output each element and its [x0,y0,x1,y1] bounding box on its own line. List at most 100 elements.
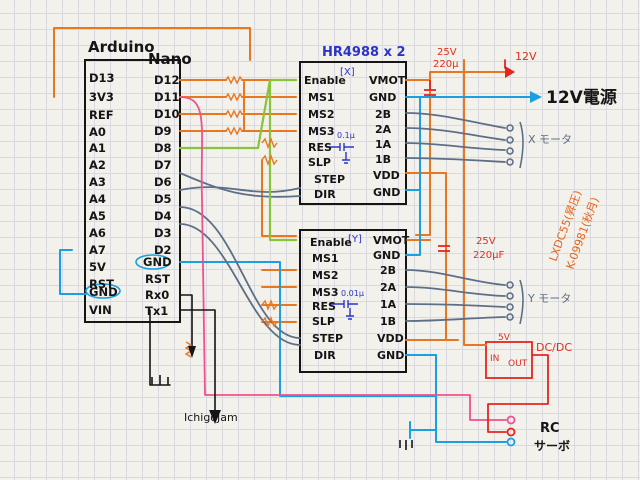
cap1-voltage: 25V [437,47,457,58]
pink-wires [179,96,507,421]
arrow-icons [188,66,542,424]
driver-y-pin-vdd: VDD [377,332,404,345]
cap2-voltage: 25V [476,236,496,247]
driver-y-pin-step: STEP [312,332,343,345]
arduino-title: Arduino [88,38,155,56]
driver-y-left-pins: Enable MS1 MS2 MS3 RES SLP STEP DIR [310,236,352,362]
arduino-pin-d3: D3 [154,226,172,240]
x-motor-connector [506,121,524,169]
driver-y-right-pins: VMOT GND 2B 2A 1A 1B VDD GND [373,234,410,362]
arduino-pin-a0: A0 [89,125,106,139]
dcdc-box [485,341,533,379]
capacitor-2 [438,245,450,252]
capacitor-1 [424,80,436,96]
gray-wires [179,112,506,346]
blue-ground-symbols [342,152,354,320]
driver-y-pin-ms1: MS1 [312,252,339,265]
driver-y-pin-ms3: MS3 [312,286,339,299]
driver-x-pin-ms3: MS3 [308,125,335,138]
driver-x-pin-1b: 1B [375,153,391,166]
driver-x-pin-1a: 1A [375,138,392,151]
red-wires [487,59,549,433]
driver-x-pin-step: STEP [314,173,345,186]
driver-y-pin-2b: 2B [380,264,396,277]
ground-symbols [151,375,413,450]
arduino-pin-rx0: Rx0 [145,288,169,302]
arduino-pin-rst-left: RST [89,277,114,291]
driver-x-pin-vmot: VMOT [369,74,406,87]
x-motor-label: X モータ [528,133,572,146]
blue-wires [59,96,531,443]
arduino-pin-d12: D12 [154,73,180,87]
arduino-pin-d13: D13 [89,71,115,85]
arduino-pin-d5: D5 [154,192,172,206]
arduino-pin-d9: D9 [154,124,172,138]
power-supply-label: 12V電源 [546,87,617,108]
driver-x-pin-ms1: MS1 [308,91,335,104]
driver-x-right-pins: VMOT GND 2B 2A 1A 1B VDD GND [369,74,406,199]
arduino-pin-d7: D7 [154,158,172,172]
driver-x-pin-2b: 2B [375,108,391,121]
driver-x-cap-label: 0.1μ [337,131,355,140]
dcdc-out-label: OUT [508,359,528,369]
arduino-pin-gnd-left: GND [89,285,118,299]
driver-x-pin-gnd1: GND [369,91,396,104]
arduino-nano-box [84,59,181,323]
arduino-subtitle: Nano [148,50,192,68]
driver-y-pin-res: RES [312,300,336,313]
arduino-pin-a2: A2 [89,158,106,172]
rc-label: RC [540,421,560,436]
arduino-pin-a3: A3 [89,175,106,189]
driver-x-left-pins: Enable MS1 MS2 MS3 RES SLP STEP DIR [304,74,346,201]
arduino-pin-d4: D4 [154,209,172,223]
arduino-pin-3v3: 3V3 [89,90,114,104]
y-motor-connector [506,279,524,325]
driver-x-pin-2a: 2A [375,123,392,136]
v12-line-label: 12V [515,50,537,63]
driver-y-box [299,229,407,373]
servo-label: サーボ [534,438,570,453]
dcdc-label: DC/DC [536,341,572,354]
arduino-pin-5v: 5V [89,260,106,274]
green-wires [178,78,298,242]
ichigojam-label: IchigoJam [184,411,238,424]
arduino-pin-d11: D11 [154,90,180,104]
driver-x-pin-gnd2: GND [373,186,400,199]
arduino-pin-a5: A5 [89,209,106,223]
driver-y-pin-dir: DIR [314,349,336,362]
servo-connector [506,415,516,447]
arduino-pin-a6: A6 [89,226,106,240]
arduino-pin-tx1: Tx1 [145,304,168,318]
driver-x-pin-enable: Enable [304,74,346,87]
cap2-capacitance: 220μF [473,250,504,261]
y-motor-label: Y モータ [527,292,571,305]
driver-x-pin-dir: DIR [314,188,336,201]
driver-y-pin-gnd1: GND [373,249,400,262]
arduino-pin-a4: A4 [89,192,106,206]
arduino-pin-ref: REF [89,108,114,122]
driver-y-label: [Y] [348,234,362,245]
driver-y-pin-enable: Enable [310,236,352,249]
driver-y-pin-slp: SLP [312,315,335,328]
driver-x-pin-slp: SLP [308,156,331,169]
arduino-pin-a1: A1 [89,141,106,155]
resistors [184,75,278,358]
driver-x-box [299,61,407,205]
driver-y-pin-vmot: VMOT [373,234,410,247]
cap1-capacitance: 220μ [433,59,459,70]
arduino-pin-gnd-right: GND [143,255,172,269]
driver-y-pin-2a: 2A [380,281,397,294]
arduino-pin-d10: D10 [154,107,180,121]
arduino-pin-vin: VIN [89,303,112,317]
driver-y-pin-gnd2: GND [377,349,404,362]
gnd-highlight-right [135,254,171,270]
gnd-highlight-left [85,283,121,299]
driver-y-pin-1a: 1A [380,298,397,311]
driver-x-pin-vdd: VDD [373,169,400,182]
dcdc-5v-label: 5V [498,333,511,343]
arduino-left-pins: D13 3V3 REF A0 A1 A2 A3 A4 A5 A6 A7 5V R… [89,71,118,317]
arduino-pin-d6: D6 [154,175,172,189]
driver-x-pin-ms2: MS2 [308,108,335,121]
